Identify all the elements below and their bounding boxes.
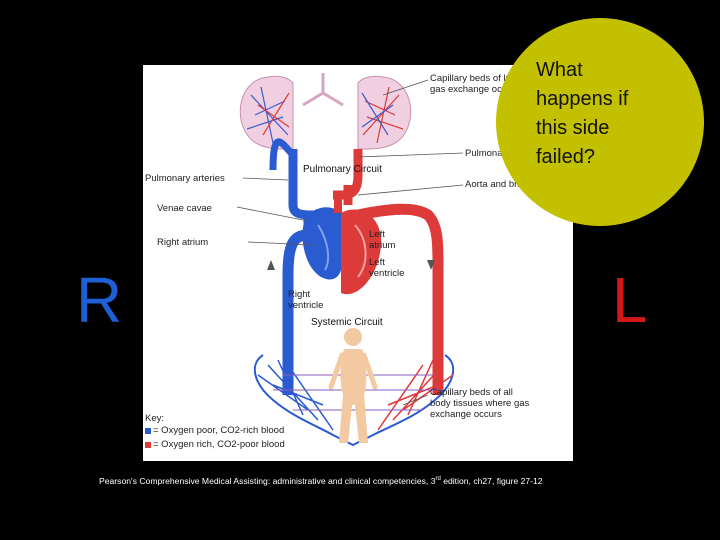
label-systemic-circuit: Systemic Circuit (311, 317, 383, 328)
flow-arrows (267, 260, 435, 270)
label-right-atrium: Right atrium (157, 237, 209, 248)
callout-bubble: What happens if this side failed? (496, 18, 704, 226)
right-side-letter: R (76, 264, 123, 336)
circulation-illustration (236, 73, 464, 447)
label-right-ventricle: Right ventricle (288, 289, 324, 311)
left-side-letter: L (612, 264, 648, 336)
label-pulmonary-arteries: Pulmonary arteries (145, 173, 225, 184)
key-swatch-oxygen-poor (145, 428, 151, 434)
citation-text-end: edition, ch27, figure 27-12 (440, 476, 543, 486)
lungs-graphic (239, 73, 412, 150)
callout-text: What happens if this side failed? (536, 59, 629, 168)
label-capillary-body: Capillary beds of all body tissues where… (430, 387, 530, 420)
citation-text: Pearson's Comprehensive Medical Assistin… (99, 476, 436, 486)
key-label-oxygen-rich: = Oxygen rich, CO2-poor blood (153, 439, 285, 450)
label-left-atrium: Left atrium (369, 229, 396, 251)
label-venae-cavae: Venae cavae (157, 203, 212, 214)
human-figure-graphic (328, 328, 378, 443)
label-aorta: Aorta and branches (465, 179, 548, 190)
label-pulmonary-circuit: Pulmonary Circuit (303, 164, 382, 175)
heart-graphic (302, 197, 382, 295)
label-leader-lines (236, 79, 464, 406)
citation-caption: Pearson's Comprehensive Medical Assistin… (99, 476, 639, 486)
key-title: Key: (145, 413, 165, 424)
key-swatch-oxygen-rich (145, 442, 151, 448)
citation-superscript: rd (435, 476, 441, 483)
label-left-ventricle: Left ventricle (369, 257, 405, 279)
key-label-oxygen-poor: = Oxygen poor, CO2-rich blood (153, 425, 285, 436)
